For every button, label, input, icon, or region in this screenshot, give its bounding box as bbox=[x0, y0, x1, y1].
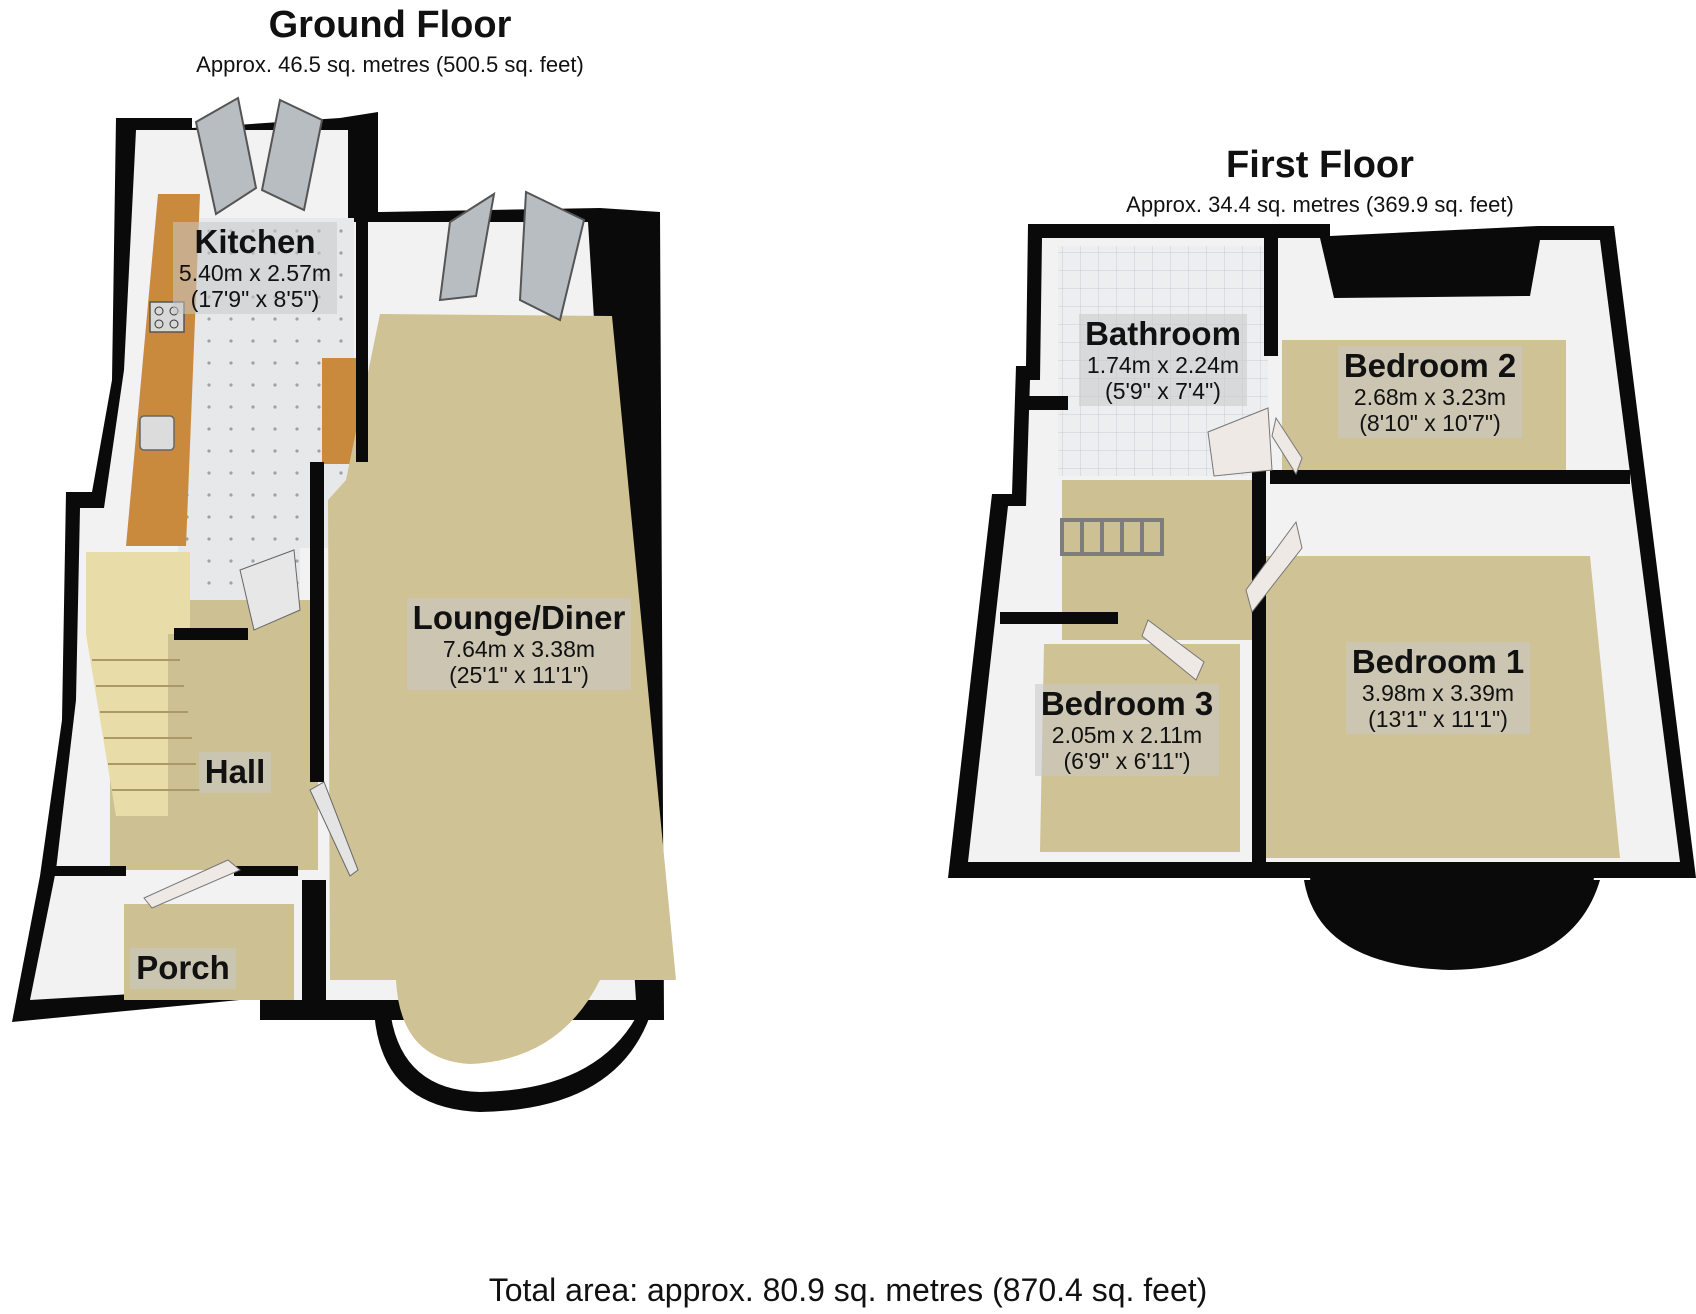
bathroom-door bbox=[1207, 407, 1273, 477]
bedroom3-name: Bedroom 3 bbox=[1040, 685, 1214, 722]
kitchen-door bbox=[239, 549, 301, 631]
lounge-metric: 7.64m x 3.38m bbox=[442, 635, 596, 662]
ground-floor-plan bbox=[12, 96, 676, 1112]
kitchen-imperial: (17'9" x 8'5") bbox=[190, 285, 320, 312]
bedroom1-door bbox=[1245, 520, 1303, 614]
front-door bbox=[143, 859, 241, 909]
lounge-label: Lounge/Diner 7.64m x 3.38m (25'1" x 11'1… bbox=[384, 598, 654, 691]
bathroom-metric: 1.74m x 2.24m bbox=[1086, 351, 1240, 378]
bedroom2-imperial: (8'10" x 10'7") bbox=[1359, 409, 1501, 436]
lounge-imperial: (25'1" x 11'1") bbox=[449, 661, 589, 688]
bedroom1-imperial: (13'1" x 11'1") bbox=[1368, 705, 1508, 732]
bedroom2-label: Bedroom 2 2.68m x 3.23m (8'10" x 10'7") bbox=[1310, 346, 1550, 439]
stair-balustrade bbox=[1060, 518, 1164, 556]
hall-name: Hall bbox=[204, 753, 266, 790]
lounge-door bbox=[309, 781, 359, 877]
kitchen-name: Kitchen bbox=[194, 223, 316, 260]
ground-floor-area: Approx. 46.5 sq. metres (500.5 sq. feet) bbox=[196, 52, 584, 77]
bedroom1-name: Bedroom 1 bbox=[1351, 643, 1525, 680]
bathroom-name: Bathroom bbox=[1085, 315, 1241, 352]
bedroom1-label: Bedroom 1 3.98m x 3.39m (13'1" x 11'1") bbox=[1318, 642, 1558, 735]
lounge-name: Lounge/Diner bbox=[412, 599, 626, 636]
bathroom-label: Bathroom 1.74m x 2.24m (5'9" x 7'4") bbox=[1058, 314, 1268, 407]
first-floor-area: Approx. 34.4 sq. metres (369.9 sq. feet) bbox=[1126, 192, 1514, 217]
ground-floor-title: Ground Floor bbox=[268, 4, 512, 46]
bedroom1-bay-window bbox=[1304, 880, 1600, 970]
bathroom-imperial: (5'9" x 7'4") bbox=[1105, 377, 1221, 404]
bedroom3-imperial: (6'9" x 6'11") bbox=[1063, 747, 1191, 774]
bedroom2-name: Bedroom 2 bbox=[1343, 347, 1517, 384]
bedroom3-metric: 2.05m x 2.11m bbox=[1051, 721, 1203, 748]
staircase bbox=[86, 552, 200, 816]
porch-name: Porch bbox=[136, 949, 230, 986]
bedroom2-door bbox=[1271, 416, 1303, 476]
bedroom1-metric: 3.98m x 3.39m bbox=[1361, 679, 1515, 706]
french-doors-lounge bbox=[438, 190, 586, 322]
lounge-bay-window bbox=[374, 1010, 652, 1112]
bedroom3-door bbox=[1141, 619, 1205, 681]
first-floor-title: First Floor bbox=[1226, 144, 1414, 186]
total-area: Total area: approx. 80.9 sq. metres (870… bbox=[488, 1272, 1208, 1308]
hall-label: Hall bbox=[190, 752, 280, 793]
porch-label: Porch bbox=[118, 948, 248, 989]
bedroom2-metric: 2.68m x 3.23m bbox=[1353, 383, 1507, 410]
kitchen-metric: 5.40m x 2.57m bbox=[178, 259, 332, 286]
bedroom3-label: Bedroom 3 2.05m x 2.11m (6'9" x 6'11") bbox=[1020, 684, 1234, 777]
french-doors-kitchen bbox=[194, 96, 324, 216]
sink-icon bbox=[139, 415, 175, 451]
kitchen-label: Kitchen 5.40m x 2.57m (17'9" x 8'5") bbox=[150, 222, 360, 315]
